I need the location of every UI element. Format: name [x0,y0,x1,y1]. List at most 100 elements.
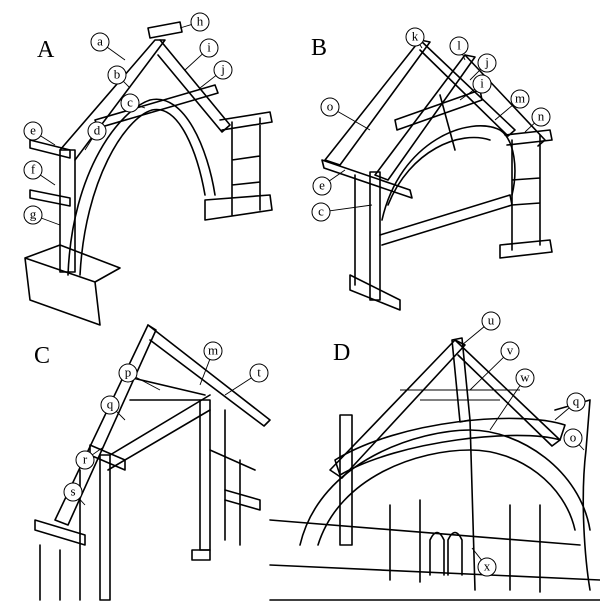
leader-line [489,385,521,431]
leader-line [462,54,466,61]
callout-label-d-x: x [471,547,497,577]
label-letter: q [573,394,580,409]
leader-line [469,356,504,391]
leader-line [116,411,126,421]
label-circle [213,60,233,80]
label-letter: s [70,484,75,499]
panel-letter-b: B [311,35,327,61]
label-circle [249,363,269,383]
label-letter: c [127,95,133,110]
leader-line [578,444,585,451]
label-letter: f [31,162,36,177]
label-letter: l [457,38,461,53]
leader-line [199,359,211,386]
leader-line [494,104,514,121]
label-circle [472,74,492,94]
label-circle [320,97,340,117]
leader-line [337,111,371,131]
label-letter: d [94,123,101,138]
label-letter: u [488,313,495,328]
label-circle [75,450,95,470]
frame-a-drawing [24,21,273,326]
label-letter: o [327,99,334,114]
callout-label-a-j: j [199,60,233,89]
leader-line [524,122,535,133]
callout-label-c-p: p [118,363,161,391]
panel-letter-a: A [37,37,55,63]
label-letter: t [257,365,261,380]
callout-label-b-k: k [405,27,425,49]
leader-line [107,46,126,61]
leader-line [199,75,217,89]
label-circle [563,428,583,448]
callout-label-a-b: b [107,65,131,89]
label-letter: h [197,14,204,29]
label-circle [510,89,530,109]
leader-line [78,498,86,506]
leader-line [92,447,103,456]
label-letter: j [484,55,489,70]
label-circle [311,202,331,222]
callout-label-a-d: d [84,121,107,151]
label-letter: q [107,397,114,412]
leader-line [184,53,203,71]
callout-label-d-v: v [469,341,520,391]
frame-d-drawing [269,337,600,601]
frame-b-drawing [321,39,553,311]
label-letter: x [484,559,491,574]
label-letter: n [538,109,545,124]
callout-label-c-s: s [63,482,86,506]
callout-label-b-m: m [494,89,530,121]
leader-line [461,326,485,346]
leader-line [41,217,61,226]
leader-line [469,69,481,81]
callout-label-b-n: n [524,107,551,133]
callout-label-c-q: q [100,395,126,421]
callout-label-b-j: j [469,53,497,81]
label-circle [481,311,501,331]
callout-label-c-t: t [224,363,269,396]
label-circle [312,176,332,196]
callout-label-b-e: e [312,169,346,196]
label-letter: i [480,76,484,91]
label-letter: g [30,207,37,222]
label-circle [90,32,110,52]
leader-line [329,169,346,182]
callout-label-a-a: a [90,32,126,61]
callout-label-c-r: r [75,447,103,470]
label-letter: b [114,67,121,82]
leader-line [224,377,252,396]
leader-line [123,81,131,89]
callout-label-b-o: o [320,97,371,131]
leader-line [459,88,475,101]
callout-label-d-o: o [563,428,585,451]
callout-label-d-u: u [461,311,501,346]
label-circle [63,482,83,502]
label-circle [120,93,140,113]
label-letter: w [520,370,530,385]
label-circle [500,341,520,361]
label-circle [203,341,223,361]
label-letter: v [507,343,514,358]
leader-line [471,547,482,561]
callout-label-a-i: i [184,38,219,71]
label-circle [87,121,107,141]
label-letter: e [30,123,36,138]
label-circle [199,38,219,58]
label-letter: r [83,452,88,467]
label-circle [515,368,535,388]
label-letter: j [220,62,225,77]
callout-label-a-h: h [179,12,210,32]
frame-c-drawing [34,324,271,601]
callout-label-a-g: g [23,205,61,226]
callout-label-a-f: f [23,160,56,186]
callout-label-b-c: c [311,202,373,222]
label-circle [449,36,469,56]
label-letter: m [208,343,218,358]
panel-letter-c: C [34,343,50,369]
leader-line [419,44,423,49]
leader-line [135,376,161,391]
panel-letter-d: D [333,340,350,366]
label-circle [23,121,43,141]
